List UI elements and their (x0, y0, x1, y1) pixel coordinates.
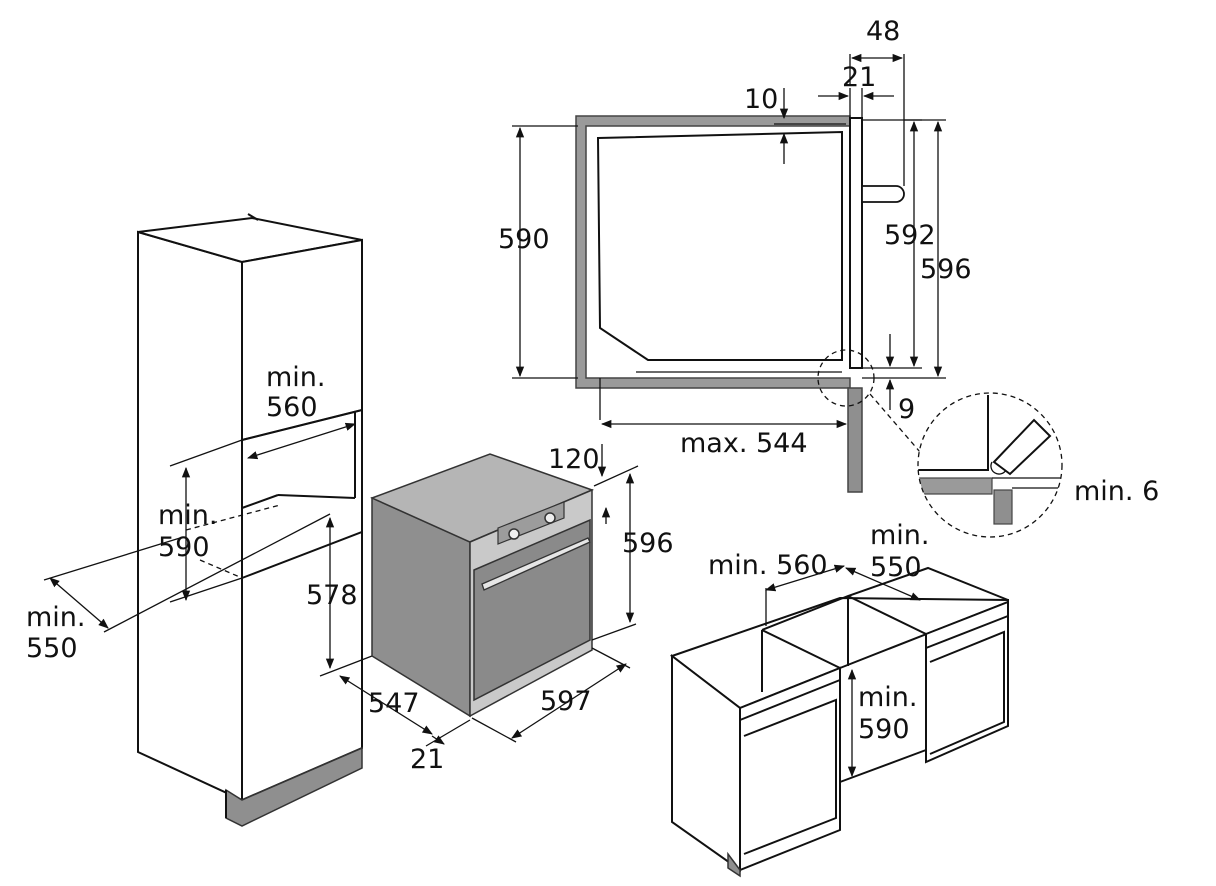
oven-547-value: 547 (368, 688, 420, 719)
niche-578-value: 578 (306, 580, 358, 611)
oven-knob-right (544, 512, 556, 524)
side-48-value: 48 (866, 16, 900, 47)
oven-596-value: 596 (622, 528, 674, 559)
side-10-value: 10 (744, 84, 778, 115)
side-596-value: 596 (920, 254, 972, 285)
tall-depth-value: 550 (26, 633, 78, 664)
side-section-dimensions: 590 10 21 48 592 596 9 max. 544 (498, 16, 972, 459)
tall-depth-min-label: min. (26, 602, 86, 633)
side-section (575, 115, 905, 493)
oven-597-value: 597 (540, 686, 592, 717)
oven-handle (481, 537, 591, 591)
base-height-value: 590 (858, 714, 910, 745)
oven-dimensions: 596 120 597 547 21 (339, 444, 674, 775)
oven-120-value: 120 (548, 444, 600, 475)
tall-height-min-label: min. (158, 500, 218, 531)
base-depth-min-label: min. (870, 520, 930, 551)
tall-width-min-label: min. (266, 362, 326, 393)
tall-height-value: 590 (158, 532, 210, 563)
base-width-value: min. 560 (708, 550, 828, 581)
tall-width-value: 560 (266, 392, 318, 423)
tall-depth-dimension: min. 550 (26, 513, 331, 664)
base-height-min-label: min. (858, 682, 918, 713)
base-cabinet (669, 566, 1009, 878)
tall-width-dimension: min. 560 (247, 362, 356, 460)
oven-21-value: 21 (410, 744, 444, 775)
side-9-value: 9 (898, 394, 915, 425)
side-max544-value: max. 544 (680, 428, 808, 459)
side-590-value: 590 (498, 224, 550, 255)
niche-depth-578-dimension: 578 (306, 516, 373, 677)
tall-height-dimension: min. 590 (158, 439, 243, 603)
detail-magnifier: min. 6 (917, 392, 1159, 538)
oven-unit (370, 453, 595, 718)
base-cabinet-dimensions: min. 560 min. 550 min. 590 (708, 520, 930, 778)
oven-knob-left (508, 528, 520, 540)
side-592-value: 592 (884, 220, 936, 251)
detail-min6-value: min. 6 (1074, 476, 1159, 507)
side-21-value: 21 (842, 62, 876, 93)
base-depth-value: 550 (870, 552, 922, 583)
